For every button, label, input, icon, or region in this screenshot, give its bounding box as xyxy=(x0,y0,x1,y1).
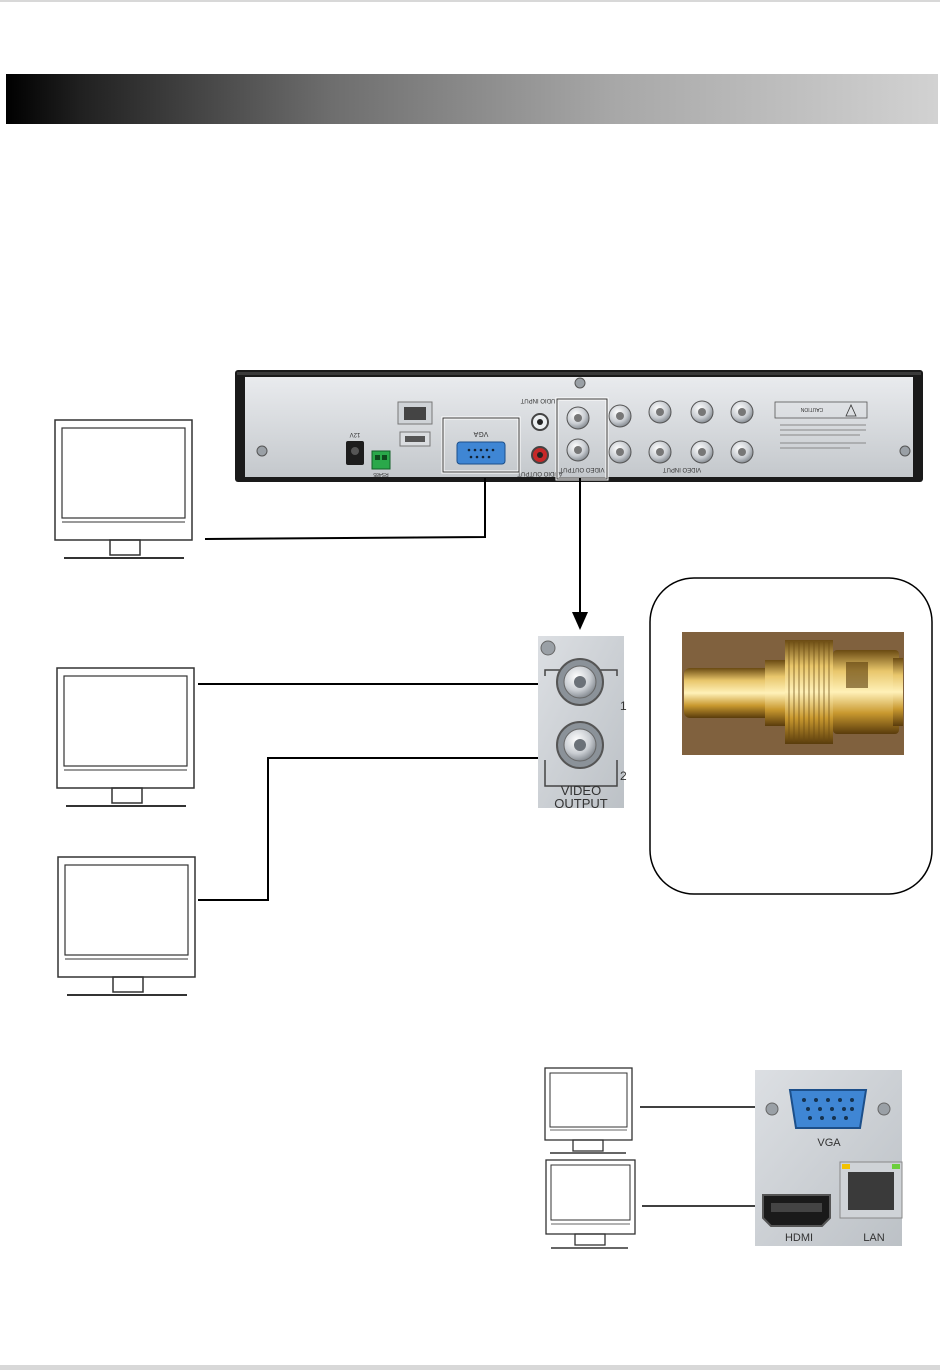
connection-lines xyxy=(198,478,581,901)
screw-icon xyxy=(765,1102,779,1116)
warning-icon xyxy=(845,404,857,417)
video-output-closeup-label-1: VIDEO xyxy=(561,783,601,798)
monitor-2-icon xyxy=(56,667,195,807)
port-closeup-hdmi-label: HDMI xyxy=(785,1232,813,1244)
video-input-label: VIDEO INPUT xyxy=(662,466,701,472)
screw-icon xyxy=(256,445,268,457)
port-closeup-lan-label: LAN xyxy=(863,1232,884,1244)
bottom-rule xyxy=(0,1365,940,1370)
caution-text: CAUTION xyxy=(800,406,823,412)
video-output-highlight: VIDEO OUTPUT xyxy=(555,397,609,481)
power-label: 12V xyxy=(350,431,361,437)
monitor-5-icon xyxy=(545,1159,636,1249)
monitor-3-icon xyxy=(57,856,196,996)
monitor-4-icon xyxy=(544,1067,633,1154)
video-output-label: VIDEO OUTPUT xyxy=(559,466,604,472)
caution-label-box: CAUTION xyxy=(774,401,868,449)
output-2-number: 2 xyxy=(620,769,627,783)
screw-icon xyxy=(899,445,911,457)
monitor-1-icon xyxy=(54,419,193,559)
power-jack: 12V xyxy=(346,431,364,465)
audio-input-label: AUDIO INPUT xyxy=(520,397,559,403)
lan-led-icon xyxy=(892,1164,900,1169)
arrow-down-icon xyxy=(572,612,588,630)
screw-icon xyxy=(540,640,556,656)
video-input-bnc-group: VIDEO INPUT xyxy=(608,400,754,472)
lan-led-icon xyxy=(842,1164,850,1169)
vga-port-label: VGA xyxy=(473,430,488,437)
video-output-closeup-label-2: OUTPUT xyxy=(554,796,608,811)
bottom-connection-lines xyxy=(640,1106,760,1207)
screw-icon xyxy=(574,377,586,389)
vga-cable-line xyxy=(204,478,486,540)
rs485-terminal: RS485 xyxy=(371,450,391,477)
rs485-label: RS485 xyxy=(373,471,389,477)
port-closeup-vga-label: VGA xyxy=(817,1137,841,1149)
dvr-rear-panel: 12V RS485 VGA xyxy=(235,370,923,482)
screw-icon xyxy=(877,1102,891,1116)
audio-output-label: AUDIO OUTPUT xyxy=(517,470,563,476)
vga-port-connector xyxy=(788,1089,868,1129)
section-header-bar xyxy=(6,74,938,124)
adapter-callout xyxy=(649,577,933,895)
video-output-closeup: 1 2 VIDEO OUTPUT xyxy=(538,636,627,811)
lan-usb-stack xyxy=(397,401,433,447)
audio-rca-jacks: AUDIO INPUT AUDIO OUTPUT xyxy=(517,397,563,476)
video-out-2-cable-line xyxy=(198,757,560,901)
vga-port-highlight: VGA xyxy=(441,416,521,474)
top-rule xyxy=(0,0,940,2)
output-1-number: 1 xyxy=(620,699,627,713)
port-closeup: VGA HDMI LAN xyxy=(755,1070,903,1246)
rca-barrel xyxy=(684,668,774,718)
